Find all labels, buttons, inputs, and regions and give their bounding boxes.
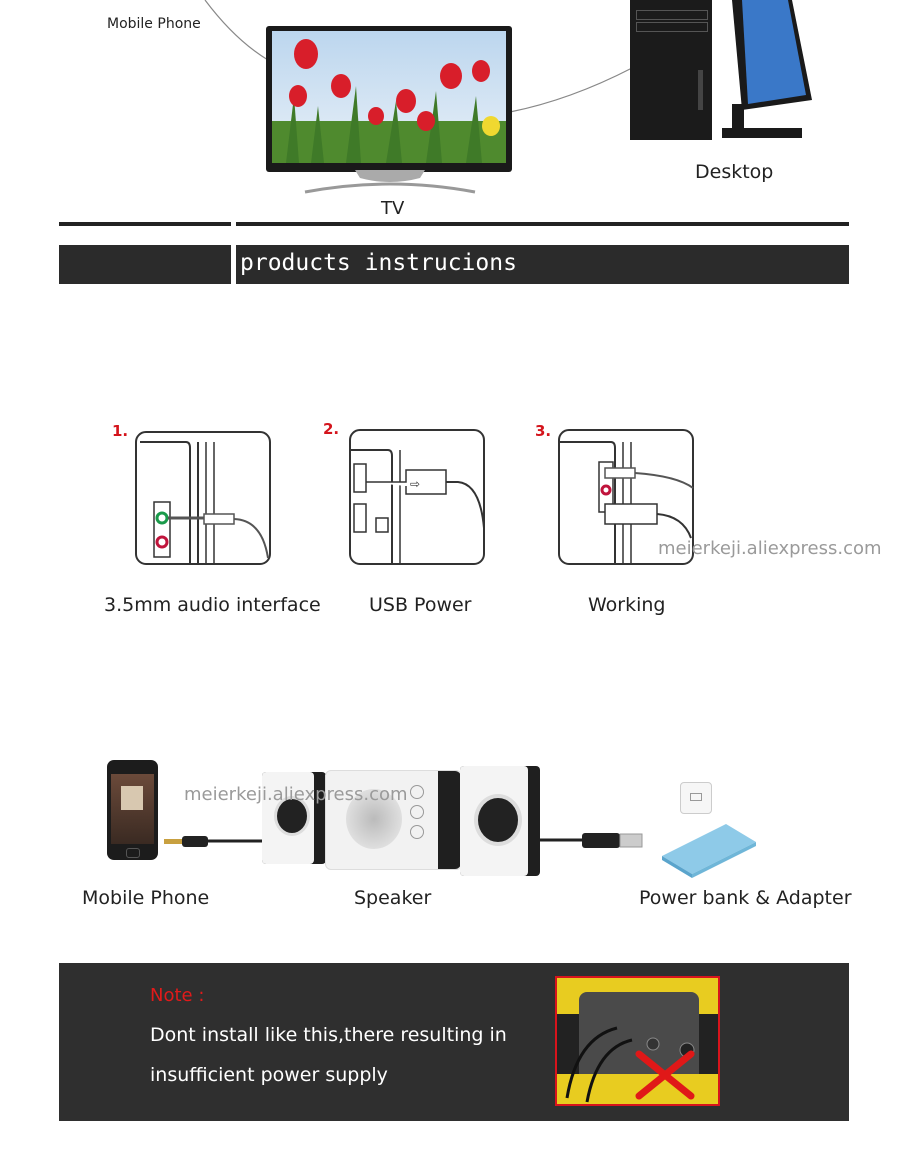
mobile-phone-image — [107, 760, 158, 860]
phone-label: Mobile Phone — [82, 887, 210, 909]
divider-left — [59, 222, 231, 226]
step-number-1: 1. — [112, 422, 129, 440]
step-label-2: USB Power — [369, 594, 472, 616]
audio-cable — [164, 836, 268, 847]
desktop-tower-image — [630, 0, 712, 140]
step-label-3: Working — [588, 594, 666, 616]
adapter-image — [680, 782, 712, 814]
speaker-label: Speaker — [354, 887, 432, 909]
watermark-1: meierkeji.aliexpress.com — [658, 538, 882, 559]
connection-lines — [204, 0, 633, 113]
right-speaker-image — [460, 766, 540, 876]
working-illustration — [558, 429, 694, 565]
step-number-2: 2. — [323, 420, 340, 438]
step-label-1: 3.5mm audio interface — [104, 594, 321, 616]
divider-right — [236, 222, 849, 226]
section-bar-left — [59, 245, 231, 284]
left-speaker-image — [262, 772, 326, 864]
note-heading: Note : — [150, 985, 205, 1006]
power-label: Power bank & Adapter — [639, 887, 852, 909]
audio-jack-illustration — [135, 431, 271, 565]
note-line-1: Dont install like this,there resulting i… — [150, 1024, 507, 1046]
note-line-2: insufficient power supply — [150, 1064, 388, 1086]
wrong-install-photo — [555, 976, 720, 1106]
power-bank-image — [662, 824, 756, 878]
tv-label: TV — [381, 198, 405, 219]
usb-cable — [540, 833, 643, 848]
mobile-phone-label: Mobile Phone — [107, 16, 201, 32]
step-number-3: 3. — [535, 422, 552, 440]
usb-power-illustration: ⇨ — [349, 429, 485, 565]
tv-image — [266, 26, 512, 172]
desktop-label: Desktop — [695, 161, 774, 183]
svg-text:⇨: ⇨ — [410, 477, 420, 491]
subwoofer-image — [325, 770, 462, 870]
desktop-monitor-image — [722, 0, 812, 138]
section-title: products instrucions — [240, 250, 517, 276]
watermark-2: meierkeji.aliexpress.com — [184, 784, 408, 805]
tv-stand — [304, 170, 476, 194]
section-bar: products instrucions — [236, 245, 849, 284]
note-box: Note : Dont install like this,there resu… — [59, 963, 849, 1121]
